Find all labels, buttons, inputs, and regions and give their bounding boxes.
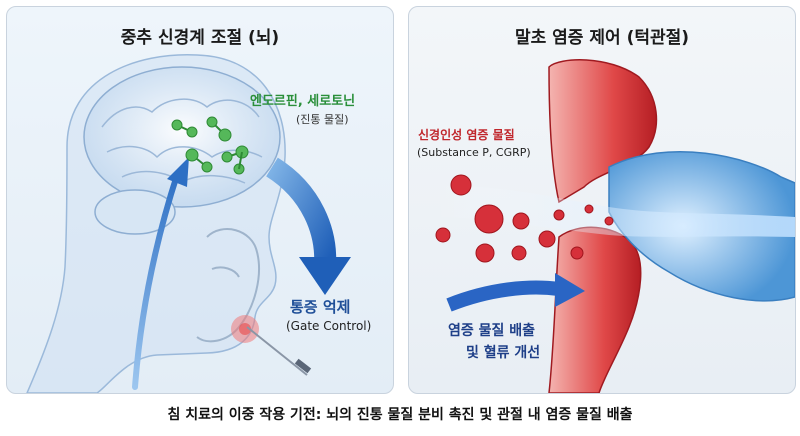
inflammatory-sublabel: (Substance P, CGRP) [417, 146, 531, 159]
discharge-label-line2: 및 혈류 개선 [466, 345, 541, 361]
brain-panel: 중추 신경계 조절 (뇌) [6, 6, 394, 394]
discharge-arrow [446, 280, 560, 312]
fluid-stream [429, 186, 795, 237]
pain-inhibition-sublabel: (Gate Control) [286, 319, 372, 333]
neurotransmitter-sublabel: (진통 물질) [296, 113, 349, 126]
cerebellum [94, 189, 176, 235]
ascending-arrow [132, 172, 180, 390]
brain [83, 66, 281, 208]
neurotransmitter-molecules [171, 116, 249, 175]
descending-arrow [265, 157, 337, 266]
joint-illustration [429, 59, 795, 393]
needle [246, 326, 308, 376]
left-panel-title: 중추 신경계 조절 (뇌) [120, 28, 280, 48]
brain-illustration [26, 54, 351, 393]
pain-inhibition-label: 통증 억제 [290, 298, 351, 316]
neurotransmitter-label: 엔도르핀, 세로토닌 [250, 94, 356, 109]
lower-bone [548, 226, 642, 393]
skull-outline [196, 228, 260, 343]
inflammatory-particles [435, 174, 614, 263]
right-panel-title: 말초 염증 제어 (턱관절) [514, 28, 690, 48]
discharge-label-line1: 염증 물질 배출 [448, 323, 536, 339]
joint-panel: 말초 염증 제어 (턱관절) [408, 6, 796, 394]
figure-caption: 침 치료의 이중 작용 기전: 뇌의 진통 물질 분비 촉진 및 관절 내 염증… [167, 407, 633, 423]
inflammatory-label: 신경인성 염증 물질 [418, 128, 515, 142]
upper-bone [548, 59, 658, 204]
